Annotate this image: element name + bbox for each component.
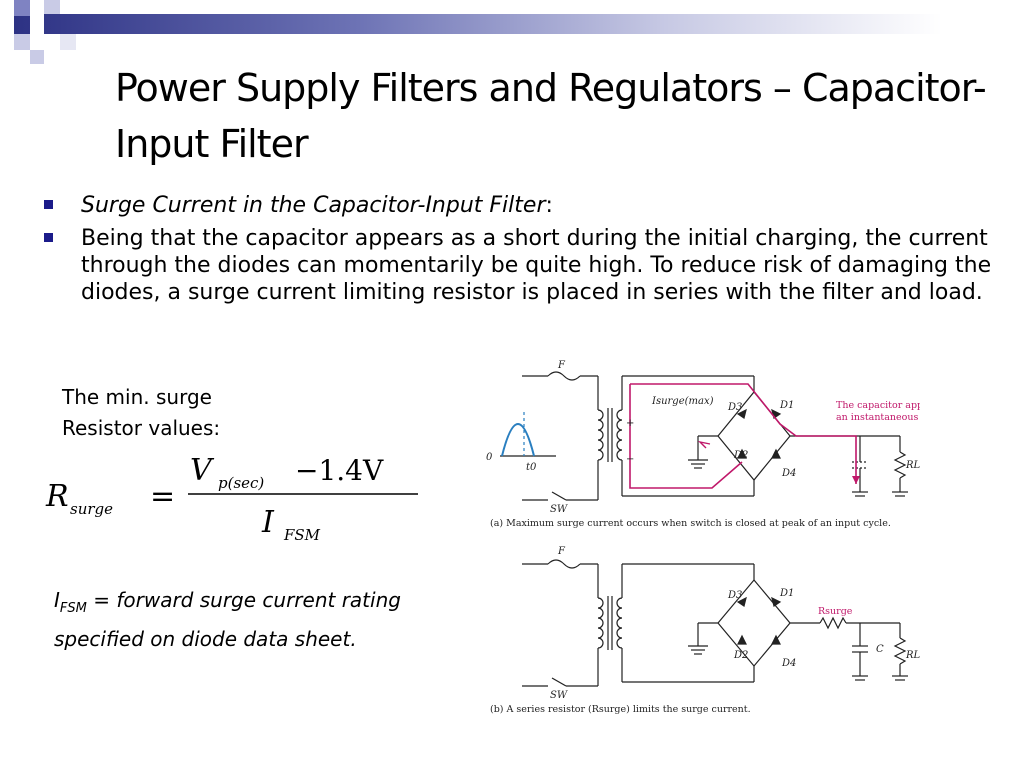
formula-i-sub: FSM xyxy=(283,526,321,544)
zero-label: 0 xyxy=(486,452,493,463)
d2-label-b: D2 xyxy=(733,650,748,661)
short-note-line: an instantaneous short. xyxy=(836,412,920,423)
decor-square xyxy=(0,14,14,34)
min-surge-label-line: The min. surge xyxy=(62,385,212,409)
minus-label: − xyxy=(626,454,634,465)
caption-b: (b) A series resistor (Rsurge) limits th… xyxy=(490,704,751,715)
bullet-square-icon xyxy=(44,200,53,209)
min-surge-label-line: Resistor values: xyxy=(62,416,221,440)
ifsm-definition: IFSM = forward surge current rating spec… xyxy=(54,585,434,655)
ifsm-text: = forward surge current rating specified… xyxy=(54,588,401,651)
rl-label-b: RL xyxy=(905,650,920,661)
decor-square xyxy=(44,0,60,14)
formula-i: I xyxy=(261,505,275,540)
switch-label: SW xyxy=(550,504,568,515)
plus-label: + xyxy=(626,418,634,429)
bullet-square-icon xyxy=(44,233,53,242)
bullet-item: Surge Current in the Capacitor-Input Fil… xyxy=(44,192,994,219)
formula-r-sub: surge xyxy=(70,500,113,518)
rl-label: RL xyxy=(905,460,920,471)
ifsm-symbol-sub: FSM xyxy=(59,601,87,616)
decor-square xyxy=(14,0,30,16)
caption-a: (a) Maximum surge current occurs when sw… xyxy=(490,518,891,529)
input-wave xyxy=(501,423,535,457)
d3-label-b: D3 xyxy=(727,590,742,601)
formula-r: R xyxy=(45,479,69,514)
min-surge-label: The min. surge Resistor values: xyxy=(62,382,220,444)
d1-label-b: D1 xyxy=(779,588,794,599)
d2-label: D2 xyxy=(733,450,748,461)
formula-v: V xyxy=(190,453,215,488)
rsurge-label: Rsurge xyxy=(818,606,853,617)
fuse-label: F xyxy=(557,360,566,371)
surge-current-path xyxy=(630,383,857,484)
d3-label: D3 xyxy=(727,402,742,413)
short-note-line: The capacitor appears as xyxy=(836,400,920,411)
d4-label-b: D4 xyxy=(781,658,796,669)
formula-v-sub: p(sec) xyxy=(218,474,264,492)
d4-label: D4 xyxy=(781,468,796,479)
bullet-italic-text: Surge Current in the Capacitor-Input Fil… xyxy=(81,193,546,218)
isurge-label: Isurge(max) xyxy=(651,396,714,407)
bullet-text: Being that the capacitor appears as a sh… xyxy=(81,226,992,305)
formula-num-rest: −1.4V xyxy=(295,454,384,487)
decor-square xyxy=(30,50,44,64)
circuit-figure: F Isurge(max) D3 D1 D2 D4 RL 0 t0 SW + −… xyxy=(486,360,920,715)
bullet-text: : xyxy=(545,193,553,218)
surge-resistor-formula: R surge = V p(sec) −1.4V I FSM xyxy=(45,453,418,544)
ifsm-symbol: I xyxy=(54,588,60,612)
decor-square xyxy=(14,34,30,50)
formula-equals: = xyxy=(150,479,175,514)
switch-label-b: SW xyxy=(550,690,568,701)
fuse-label-b: F xyxy=(557,546,566,557)
bullet-list: Surge Current in the Capacitor-Input Fil… xyxy=(44,192,994,312)
decor-square xyxy=(60,34,76,50)
slide-title: Power Supply Filters and Regulators – Ca… xyxy=(115,66,987,166)
bullet-item: Being that the capacitor appears as a sh… xyxy=(44,225,994,306)
t0-label: t0 xyxy=(526,462,537,473)
c-label: C xyxy=(876,644,884,655)
decor-square xyxy=(30,14,44,34)
header-band xyxy=(0,14,1024,34)
d1-label: D1 xyxy=(779,400,794,411)
